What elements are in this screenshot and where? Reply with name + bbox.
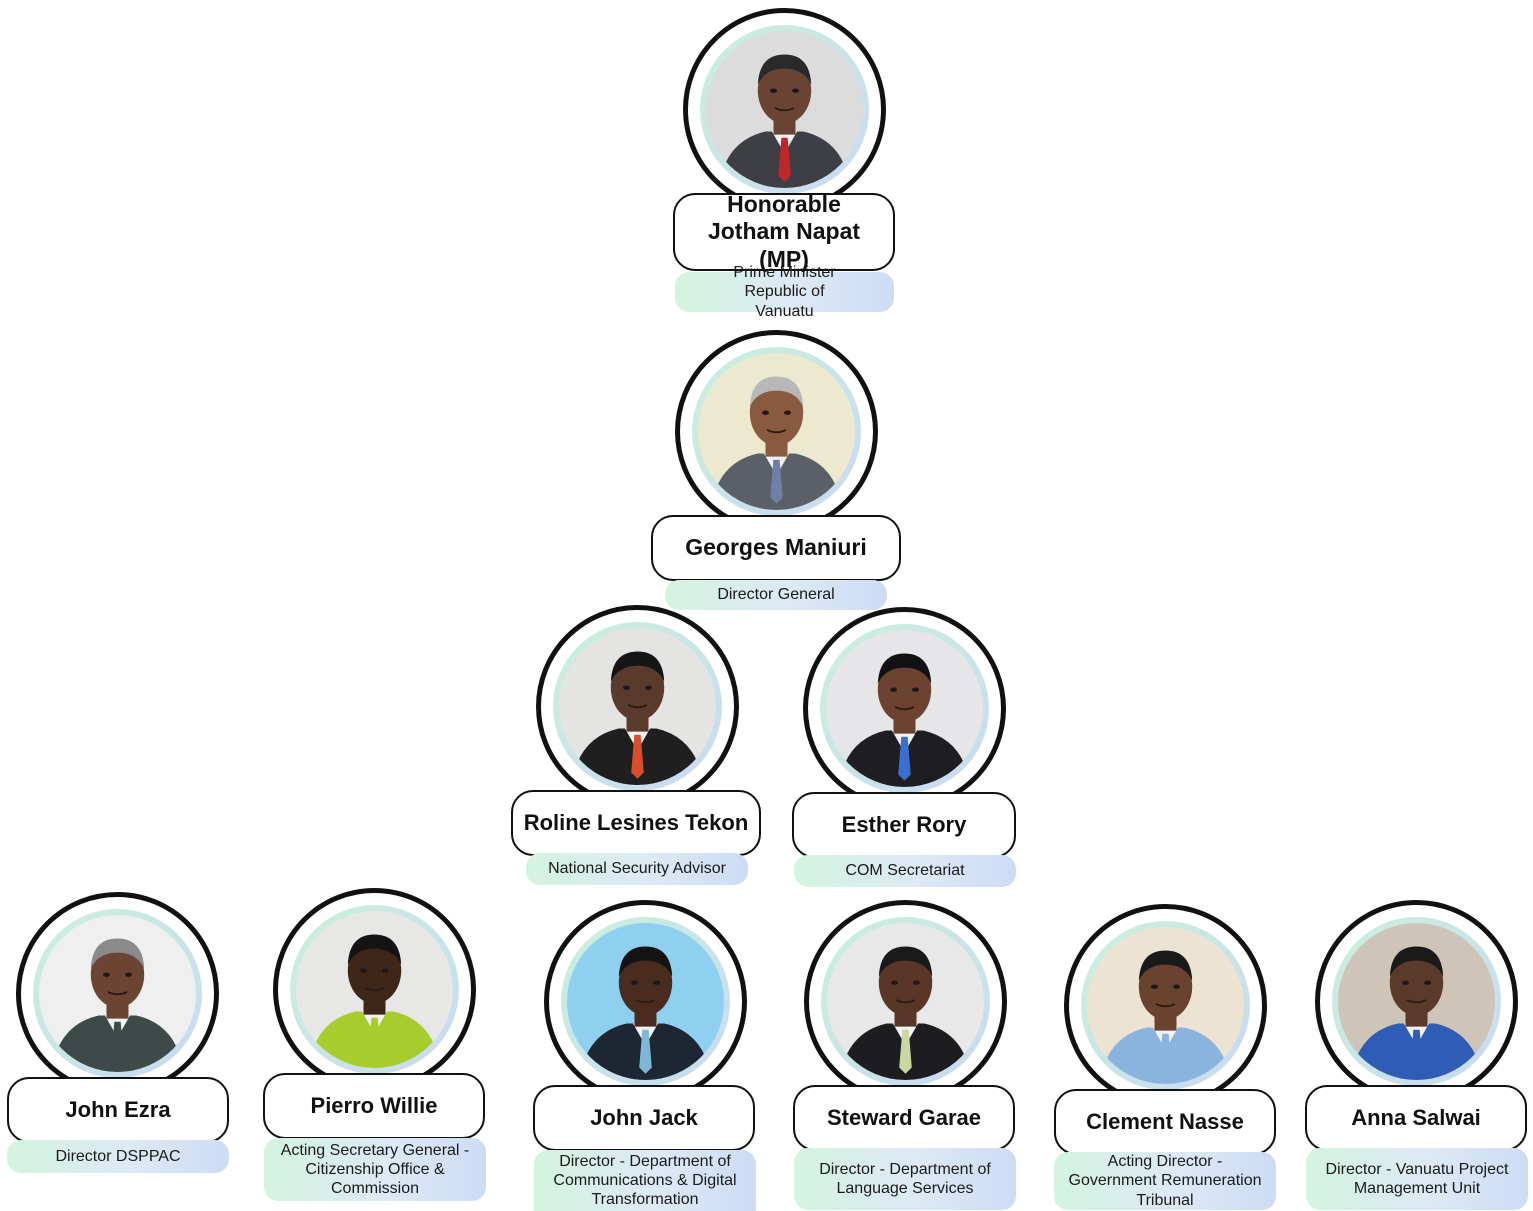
portrait-photo-jack <box>567 923 724 1080</box>
portrait-frame <box>544 900 747 1103</box>
portrait-frame <box>804 900 1007 1103</box>
person-name: John Ezra <box>7 1077 229 1143</box>
portrait-photo-napat <box>706 31 863 188</box>
person-name: Steward Garae <box>793 1085 1015 1151</box>
portrait-photo-garae <box>827 923 984 1080</box>
person-title: Director DSPPAC <box>7 1140 229 1173</box>
person-name: Pierro Willie <box>263 1073 485 1139</box>
person-name: Anna Salwai <box>1305 1085 1527 1151</box>
person-title: Acting Secretary General - Citizenship O… <box>264 1138 486 1201</box>
person-title: Prime Minister Republic of Vanuatu <box>675 264 894 320</box>
portrait-frame <box>1315 900 1518 1103</box>
person-name: Esther Rory <box>792 792 1016 858</box>
person-title: Acting Director - Government Remuneratio… <box>1054 1152 1276 1210</box>
portrait-photo-salwai <box>1338 923 1495 1080</box>
person-title: Director General <box>665 580 887 610</box>
portrait-photo-tekon <box>559 628 716 785</box>
portrait-photo-maniuri <box>698 353 855 510</box>
portrait-photo-rory <box>826 630 983 787</box>
portrait-frame <box>1064 904 1267 1107</box>
portrait-photo-willie <box>296 911 453 1068</box>
person-name: Georges Maniuri <box>651 515 901 581</box>
person-title: Director - Department of Language Servic… <box>794 1148 1016 1210</box>
person-title: National Security Advisor <box>526 853 748 885</box>
person-name: Honorable Jotham Napat (MP) <box>673 191 895 272</box>
portrait-photo-ezra <box>39 915 196 1072</box>
person-name: Roline Lesines Tekon <box>511 790 761 856</box>
person-title: COM Secretariat <box>794 855 1016 887</box>
person-name: Clement Nasse <box>1054 1089 1276 1155</box>
portrait-photo-nasse <box>1087 927 1244 1084</box>
person-title: Director - Vanuatu Project Management Un… <box>1306 1148 1528 1210</box>
person-title: Director - Department of Communications … <box>534 1150 756 1211</box>
person-name: John Jack <box>533 1085 755 1151</box>
portrait-frame <box>536 605 739 808</box>
portrait-frame <box>683 8 886 211</box>
portrait-frame <box>16 892 219 1095</box>
portrait-frame <box>273 888 476 1091</box>
portrait-frame <box>803 607 1006 810</box>
portrait-frame <box>675 330 878 533</box>
